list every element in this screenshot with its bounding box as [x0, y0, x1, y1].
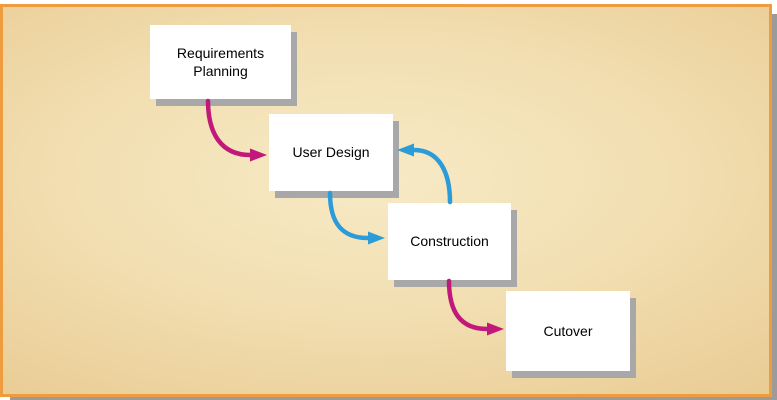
stage-box-cutover: Cutover: [506, 291, 630, 371]
diagram-panel: [0, 4, 772, 397]
stage-label-cutover: Cutover: [543, 322, 593, 339]
stage-box-requirements-planning: Requirements Planning: [150, 25, 291, 99]
stage-box-construction: Construction: [388, 203, 511, 280]
stage-box-user-design: User Design: [269, 114, 393, 191]
stage-label-requirements-planning: Requirements Planning: [176, 44, 265, 79]
stage-label-construction: Construction: [410, 233, 489, 250]
stage-label-user-design: User Design: [292, 144, 370, 161]
